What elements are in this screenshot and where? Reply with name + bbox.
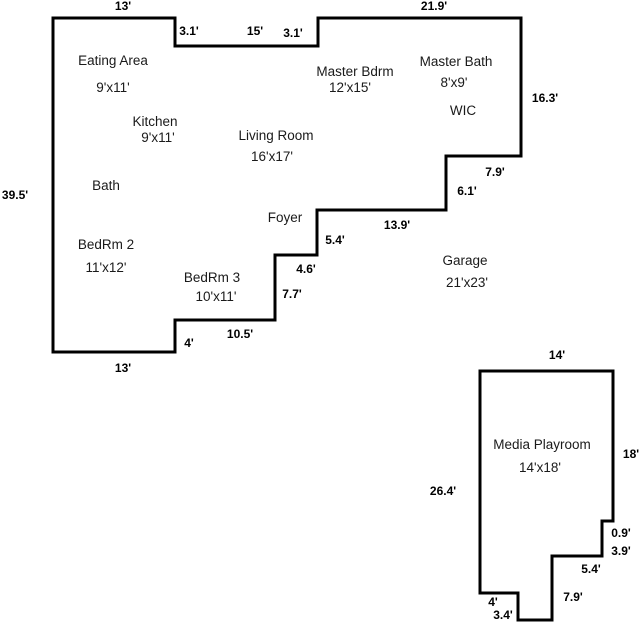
dim-bottom-left: 13': [115, 361, 131, 375]
room-master-bath-name: Master Bath: [420, 54, 493, 69]
dim-garage-top: 13.9': [384, 218, 410, 232]
dim-notch-left: 3.1': [179, 24, 199, 38]
dim-annex-top: 14': [549, 348, 565, 362]
dim-notch-right: 3.1': [283, 26, 303, 40]
room-master-bdrm-name: Master Bdrm: [316, 64, 393, 79]
dim-annex-notch-top: 0.9': [611, 526, 631, 540]
dim-annex-bottom-step: 4': [488, 595, 498, 609]
room-bedrm3-size: 10'x11': [196, 289, 237, 304]
dim-bottom-step: 4': [184, 336, 194, 350]
room-foyer-name: Foyer: [268, 210, 303, 225]
room-garage-name: Garage: [442, 253, 487, 268]
room-living-room-name: Living Room: [238, 128, 313, 143]
room-wic-name: WIC: [450, 103, 476, 118]
room-bedrm2-size: 11'x12': [86, 260, 127, 275]
room-bath-name: Bath: [92, 178, 120, 193]
dim-annex-notch-side: 3.9': [611, 544, 631, 558]
room-master-bdrm-size: 12'x15': [329, 80, 371, 95]
dim-foyer-side: 5.4': [325, 233, 345, 247]
room-kitchen-size: 9'x11': [141, 130, 174, 145]
dim-annex-left: 26.4': [430, 484, 456, 498]
dim-left-side: 39.5': [2, 188, 28, 202]
room-master-bath-size: 8'x9': [441, 75, 468, 90]
room-garage-size: 21'x23': [446, 275, 488, 290]
dim-annex-step: 5.4': [581, 562, 601, 576]
dim-annex-lower-side: 7.9': [563, 590, 583, 604]
dim-foyer-bottom: 4.6': [296, 262, 316, 276]
room-eating-area-size: 9'x11': [96, 80, 129, 95]
room-living-room-size: 16'x17': [251, 149, 293, 164]
annex-outline: [478, 369, 615, 622]
dim-garage-step: 7.9': [485, 165, 505, 179]
room-eating-area-name: Eating Area: [78, 53, 148, 68]
dim-top-right: 21.9': [421, 0, 447, 13]
dim-top-left: 13': [115, 0, 131, 13]
room-bedrm3-name: BedRm 3: [184, 270, 240, 285]
dim-garage-side: 6.1': [457, 184, 477, 198]
dim-bedrm3-bottom: 10.5': [227, 327, 253, 341]
dim-notch-middle: 15': [247, 24, 263, 38]
room-media-playroom-size: 14'x18': [519, 460, 561, 475]
dim-right-side: 16.3': [532, 91, 558, 105]
dim-annex-bottom: 3.4': [493, 608, 513, 622]
room-bedrm2-name: BedRm 2: [78, 237, 134, 252]
dim-annex-right: 18': [623, 447, 639, 461]
main-house-outline: [51, 16, 523, 354]
room-media-playroom-name: Media Playroom: [493, 437, 591, 452]
room-kitchen-name: Kitchen: [132, 114, 177, 129]
dim-bedrm3-side: 7.7': [282, 287, 302, 301]
